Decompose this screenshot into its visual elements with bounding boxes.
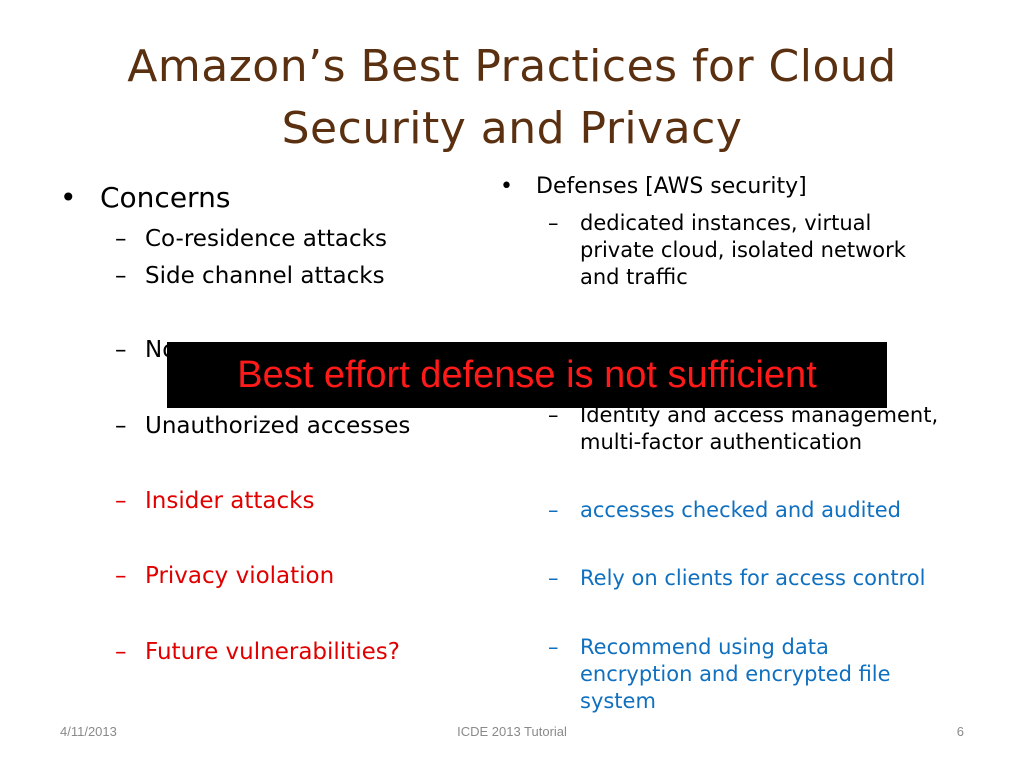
defense-item: – Identity and access management, multi-… xyxy=(548,402,988,456)
defense-text: accesses checked and audited xyxy=(580,498,901,522)
concern-text: Future vulnerabilities? xyxy=(145,639,400,665)
concern-item: – Side channel attacks xyxy=(115,262,475,290)
concerns-bullet: • Concerns xyxy=(60,181,230,214)
defense-text: dedicated instances, virtual private clo… xyxy=(580,211,906,289)
slide-title: Amazon’s Best Practices for Cloud Securi… xyxy=(60,36,964,160)
concern-item: – Privacy violation xyxy=(115,562,475,590)
defenses-heading: Defenses [AWS security] xyxy=(536,174,807,199)
dash-icon: – xyxy=(115,226,127,252)
bullet-icon: • xyxy=(500,174,513,199)
concern-item: – Co-residence attacks xyxy=(115,225,475,253)
dash-icon: – xyxy=(115,488,127,514)
dash-icon: – xyxy=(548,566,559,590)
defense-item: – Rely on clients for access control xyxy=(548,565,988,592)
dash-icon: – xyxy=(115,413,127,439)
dash-icon: – xyxy=(548,211,559,235)
concern-text: Co-residence attacks xyxy=(145,226,387,252)
footer-title: ICDE 2013 Tutorial xyxy=(457,724,567,739)
concern-text: Privacy violation xyxy=(145,563,335,589)
concern-item: – Unauthorized accesses xyxy=(115,412,475,440)
dash-icon: – xyxy=(115,263,127,289)
footer-date: 4/11/2013 xyxy=(60,724,117,739)
dash-icon: – xyxy=(115,639,127,665)
defense-text: Rely on clients for access control xyxy=(580,566,926,590)
concern-text: Unauthorized accesses xyxy=(145,413,411,439)
concerns-heading: Concerns xyxy=(100,181,231,214)
dash-icon: – xyxy=(548,498,559,522)
defense-item: – dedicated instances, virtual private c… xyxy=(548,210,988,291)
concern-text: Side channel attacks xyxy=(145,263,385,289)
bullet-icon: • xyxy=(60,181,77,214)
concern-text: Insider attacks xyxy=(145,488,315,514)
title-line-1: Amazon’s Best Practices for Cloud xyxy=(127,41,897,92)
defense-text: Recommend using data encryption and encr… xyxy=(580,635,891,713)
dash-icon: – xyxy=(548,635,559,659)
defense-item: – accesses checked and audited xyxy=(548,497,988,524)
slide-number: 6 xyxy=(956,724,964,739)
defense-item: – Recommend using data encryption and en… xyxy=(548,634,988,715)
title-line-2: Security and Privacy xyxy=(281,103,743,154)
dash-icon: – xyxy=(115,337,127,363)
defense-text: Identity and access management, multi-fa… xyxy=(580,403,939,454)
defenses-bullet: • Defenses [AWS security] xyxy=(500,174,807,199)
concern-item: – Future vulnerabilities? xyxy=(115,638,475,666)
concern-item: – Insider attacks xyxy=(115,487,475,515)
dash-icon: – xyxy=(115,563,127,589)
callout-banner: Best effort defense is not sufficient xyxy=(167,342,887,408)
dash-icon: – xyxy=(548,403,559,427)
